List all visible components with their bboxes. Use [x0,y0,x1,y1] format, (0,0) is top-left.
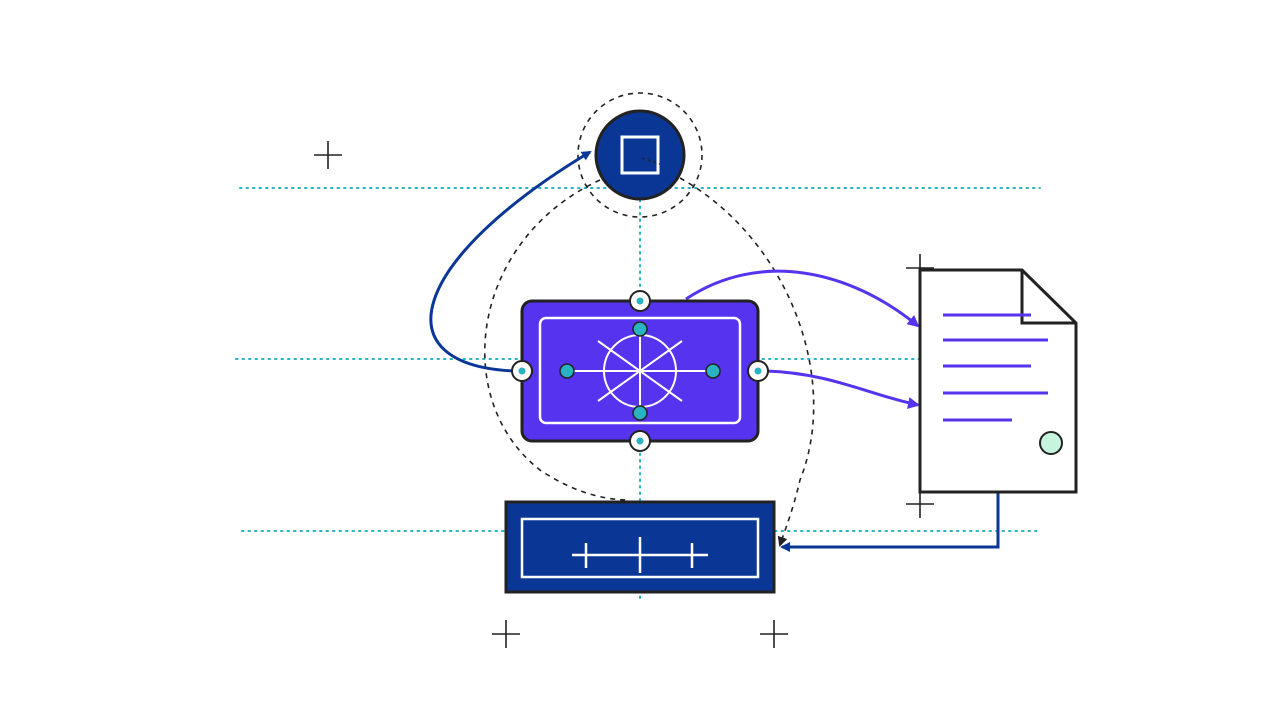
handle-left[interactable] [511,360,533,382]
crosshair-marks [314,141,934,648]
edge-handles[interactable] [511,290,769,452]
square-icon [620,135,660,175]
handle-top[interactable] [629,290,651,312]
crosshair-icon [760,620,788,648]
orbit-left [484,179,631,501]
status-dot-icon [1039,431,1063,455]
bottom-panel-node[interactable] [504,500,776,594]
orbit-right-connector [679,177,815,547]
hub-node[interactable] [511,290,769,452]
crosshair-icon [906,490,934,518]
inner-port-top [632,321,648,337]
inner-port-right [705,363,721,379]
connector-hub-to-document-upper [685,269,920,328]
inner-port-bottom [632,405,648,421]
connector-hub-to-top-circle [429,150,592,373]
crosshair-icon [492,620,520,648]
document-node[interactable] [918,268,1078,494]
orbit-ring [577,92,703,218]
page-fold-icon [1020,270,1076,325]
document-text-lines [943,313,1048,422]
connector-hub-to-document-lower [765,369,920,409]
handle-right[interactable] [747,360,769,382]
inner-port-left [559,363,575,379]
crosshair-icon [314,141,342,169]
ruler-icon [572,537,708,573]
handle-bottom[interactable] [629,430,651,452]
top-circle-node[interactable] [594,109,686,201]
inner-ports [559,321,721,421]
dashed-orbits [484,92,815,547]
connector-document-to-panel [780,492,1000,552]
